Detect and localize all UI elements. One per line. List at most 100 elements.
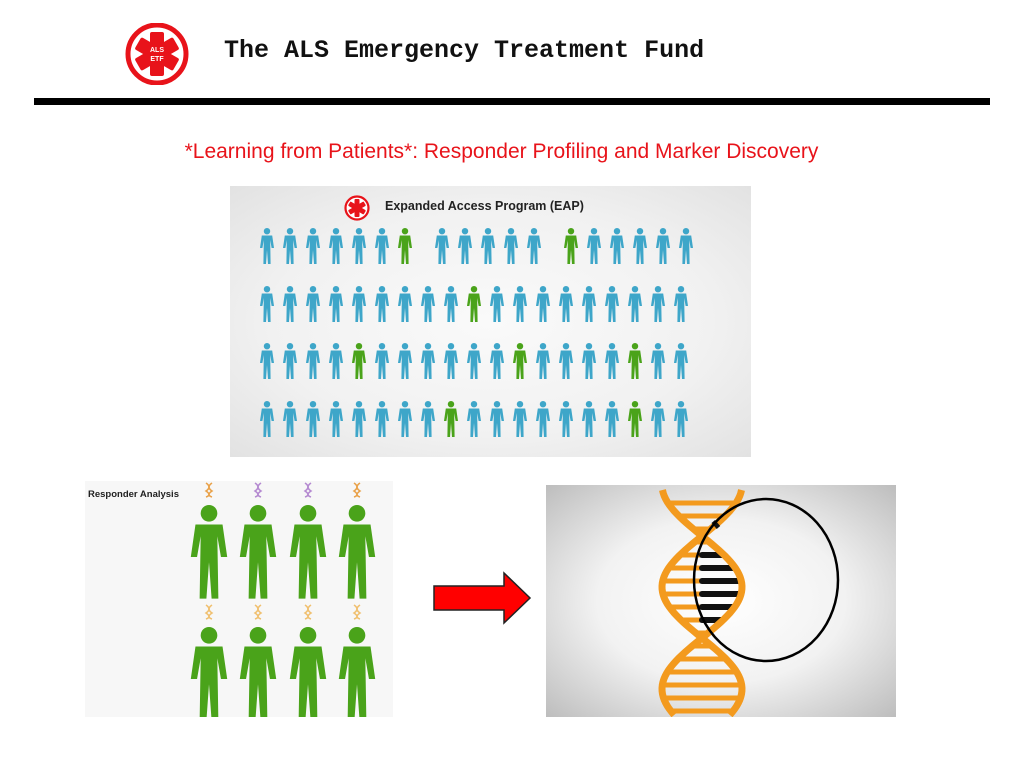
patient-figure [421, 286, 435, 322]
patient-figure [375, 401, 389, 437]
eap-header: Expanded Access Program (EAP) [230, 195, 751, 221]
patient-figure [679, 228, 693, 264]
als-etf-logo: ALS ETF [125, 23, 189, 85]
patient-figure [375, 286, 389, 322]
dna-marker-icon [352, 482, 362, 498]
dna-marker-icon [352, 604, 362, 620]
patient-figure [283, 228, 297, 264]
patient-figure [513, 286, 527, 322]
dna-marker-icon [303, 604, 313, 620]
patient-figure [329, 228, 343, 264]
eap-image-panel: Expanded Access Program (EAP) [230, 186, 751, 457]
patient-figure [421, 343, 435, 379]
patient-figure [283, 401, 297, 437]
dna-strand-b [658, 489, 746, 717]
responder-figure [289, 627, 327, 717]
responder-figure [628, 343, 642, 379]
patient-figure [375, 343, 389, 379]
patient-figure [490, 343, 504, 379]
patient-figure [587, 228, 601, 264]
patient-figure [283, 286, 297, 322]
responder-figure [398, 228, 412, 264]
header-divider [34, 98, 990, 105]
patient-figure [398, 401, 412, 437]
patient-figure [651, 286, 665, 322]
dna-marker-icon [204, 482, 214, 498]
patient-figure [504, 228, 518, 264]
patient-figure [605, 401, 619, 437]
eap-title: Expanded Access Program (EAP) [385, 199, 584, 213]
patient-figure [559, 286, 573, 322]
responder-figure [444, 401, 458, 437]
eap-population-grid [260, 228, 693, 437]
dna-marker-icon [253, 604, 263, 620]
patient-figure [260, 343, 274, 379]
patient-figure [260, 286, 274, 322]
patient-figure [527, 228, 541, 264]
patient-figure [306, 401, 320, 437]
patient-figure [352, 228, 366, 264]
patient-figure [398, 286, 412, 322]
logo-text-line1: ALS [150, 47, 164, 54]
patient-figure [633, 228, 647, 264]
dna-strand-a [658, 489, 746, 717]
patient-figure [536, 343, 550, 379]
patient-figure [651, 401, 665, 437]
patient-figure [513, 401, 527, 437]
patient-figure [435, 228, 449, 264]
responder-figure [352, 343, 366, 379]
patient-figure [421, 401, 435, 437]
responder-figure [190, 505, 228, 599]
patient-figure [306, 286, 320, 322]
patient-figure [674, 343, 688, 379]
patient-figure [329, 343, 343, 379]
patient-figure [605, 286, 619, 322]
patient-figure [467, 343, 481, 379]
patient-figure [490, 401, 504, 437]
dna-marker-icon [253, 482, 263, 498]
logo-text-line2: ETF [150, 56, 164, 63]
responder-figure [564, 228, 578, 264]
patient-figure [536, 286, 550, 322]
responder-figure [239, 627, 277, 717]
patient-figure [352, 286, 366, 322]
patient-figure [651, 343, 665, 379]
responder-analysis-panel: Responder Analysis [85, 481, 393, 717]
logo-star [135, 32, 179, 76]
dna-highlighted-strand [711, 519, 721, 530]
responder-figure [190, 627, 228, 717]
patient-figure [352, 401, 366, 437]
patient-figure [674, 401, 688, 437]
responder-figure [338, 627, 376, 717]
patient-figure [375, 228, 389, 264]
responder-figure [513, 343, 527, 379]
dna-marker-icon [303, 482, 313, 498]
patient-figure [559, 343, 573, 379]
responder-figure [338, 505, 376, 599]
patient-figure [656, 228, 670, 264]
header-title: The ALS Emergency Treatment Fund [224, 36, 705, 65]
patient-figure [628, 286, 642, 322]
patient-figure [306, 228, 320, 264]
magnifier-circle [692, 497, 840, 663]
patient-figure [260, 228, 274, 264]
patient-figure [610, 228, 624, 264]
responder-figure [628, 401, 642, 437]
slide-subtitle: *Learning from Patients*: Responder Prof… [184, 140, 819, 163]
patient-figure [458, 228, 472, 264]
responder-figure [289, 505, 327, 599]
responder-figures-grid [190, 482, 376, 717]
dna-helix [658, 489, 746, 717]
patient-figure [260, 401, 274, 437]
patient-figure [467, 401, 481, 437]
responder-analysis-title: Responder Analysis [88, 489, 179, 500]
patient-figure [674, 286, 688, 322]
patient-figure [329, 401, 343, 437]
patient-figure [398, 343, 412, 379]
patient-figure [582, 343, 596, 379]
patient-figure [444, 343, 458, 379]
patient-figure [605, 343, 619, 379]
patient-figure [481, 228, 495, 264]
patient-figure [536, 401, 550, 437]
patient-figure [444, 286, 458, 322]
